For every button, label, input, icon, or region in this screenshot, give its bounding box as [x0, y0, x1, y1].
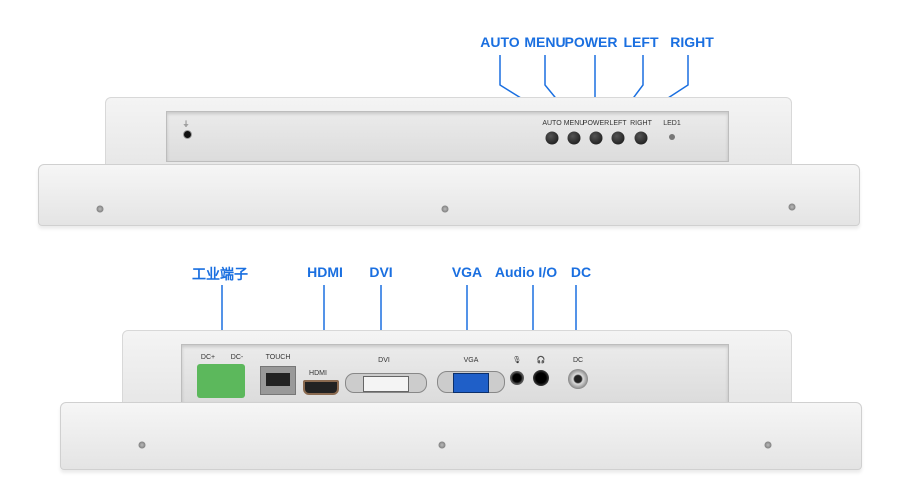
callout-hdmi: HDMI: [307, 264, 343, 280]
dc-jack[interactable]: [568, 369, 588, 389]
auto-label: AUTO: [542, 120, 562, 127]
dvi-port[interactable]: [345, 373, 427, 393]
dvi-label: DVI: [378, 357, 390, 364]
mic-icon: 🎙: [512, 357, 522, 364]
power-label: POWER: [582, 120, 610, 127]
led-indicator: [669, 134, 675, 140]
left-button[interactable]: [611, 131, 625, 145]
hdmi-label: HDMI: [309, 370, 327, 377]
screw: [138, 441, 146, 449]
callout-right: RIGHT: [670, 34, 714, 50]
callout-power: POWER: [564, 34, 618, 50]
screw: [438, 441, 446, 449]
dc-plus-label: DC+: [200, 354, 216, 361]
vga-port[interactable]: [437, 371, 505, 393]
dc-minus-label: DC-: [230, 354, 244, 361]
callout-terminal: 工业端子: [192, 266, 248, 282]
callout-vga: VGA: [451, 264, 483, 280]
screw: [788, 203, 796, 211]
mic-label: ⏚: [182, 121, 190, 128]
callout-menu: MENU: [524, 34, 566, 50]
callout-left: LEFT: [623, 34, 659, 50]
screw: [441, 205, 449, 213]
dc-label: DC: [572, 357, 584, 364]
top-device-bezel: [38, 164, 860, 226]
screw: [764, 441, 772, 449]
bottom-device-bezel: [60, 402, 862, 470]
screw: [96, 205, 104, 213]
mic-jack[interactable]: [183, 130, 192, 139]
touch-label: TOUCH: [265, 354, 291, 361]
headphone-icon: 🎧: [536, 357, 546, 364]
power-button[interactable]: [589, 131, 603, 145]
touch-rj45-port[interactable]: [260, 366, 296, 395]
vga-label: VGA: [463, 357, 479, 364]
hdmi-port[interactable]: [303, 380, 339, 395]
callout-dc: DC: [570, 264, 592, 280]
auto-button[interactable]: [545, 131, 559, 145]
callout-dvi: DVI: [369, 264, 393, 280]
power-terminal-block[interactable]: [197, 364, 245, 398]
right-button[interactable]: [634, 131, 648, 145]
right-label: RIGHT: [630, 120, 652, 127]
menu-label: MENU: [563, 120, 585, 127]
menu-button[interactable]: [567, 131, 581, 145]
headphone-jack[interactable]: [533, 370, 549, 386]
callout-auto: AUTO: [480, 34, 520, 50]
left-label: LEFT: [609, 120, 627, 127]
mic-jack[interactable]: [510, 371, 524, 385]
callout-audio: Audio I/O: [494, 264, 558, 280]
led-label: LED1: [663, 120, 681, 127]
